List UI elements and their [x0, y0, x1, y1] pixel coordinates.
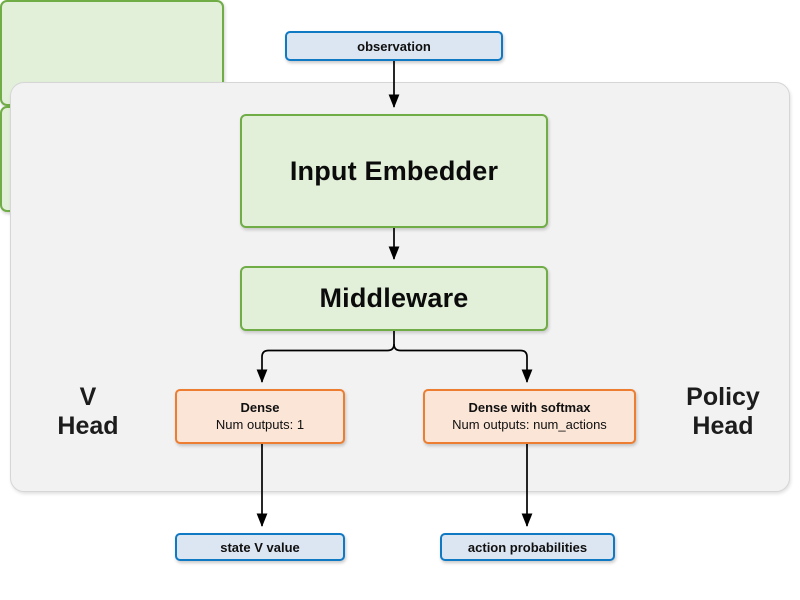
middleware-label: Middleware: [319, 283, 469, 313]
input-embedder-label: Input Embedder: [289, 155, 499, 186]
policy-head-label-line2: Head: [692, 411, 754, 440]
v-head-label-line2: Head: [57, 411, 119, 440]
middleware-node[interactable]: Middleware: [240, 266, 548, 331]
v-head-label: V Head: [48, 383, 128, 441]
dense-subtitle: Num outputs: 1: [215, 416, 305, 432]
state-v-value-node[interactable]: state V value: [175, 533, 345, 561]
dense-with-softmax-subtitle: Num outputs: num_actions: [452, 416, 607, 432]
dense-with-softmax-node[interactable]: Dense with softmax Num outputs: num_acti…: [423, 389, 636, 444]
policy-head-label: Policy Head: [668, 383, 778, 441]
policy-head-label-line1: Policy: [686, 383, 760, 411]
input-embedder-node[interactable]: Input Embedder: [240, 114, 548, 228]
observation-node[interactable]: observation: [285, 31, 503, 61]
action-probabilities-node[interactable]: action probabilities: [440, 533, 615, 561]
action-probabilities-label: action probabilities: [467, 539, 588, 555]
dense-title: Dense: [240, 400, 280, 416]
v-head-label-line1: V: [79, 383, 97, 411]
dense-node[interactable]: Dense Num outputs: 1: [175, 389, 345, 444]
state-v-value-label: state V value: [220, 539, 300, 555]
observation-label: observation: [357, 38, 431, 54]
dense-with-softmax-title: Dense with softmax: [468, 400, 591, 416]
